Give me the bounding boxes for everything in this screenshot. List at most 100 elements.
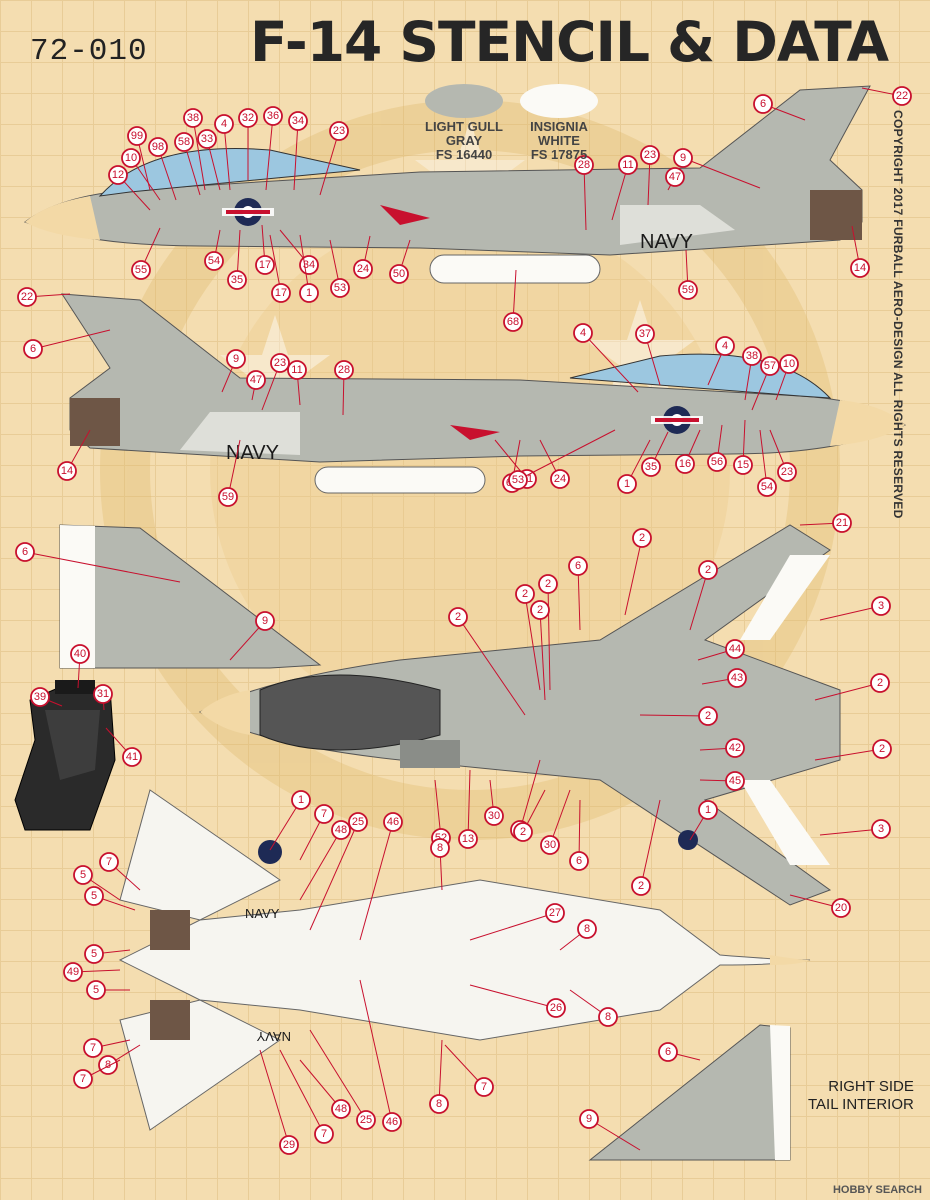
callout-number: 4 bbox=[580, 327, 586, 339]
callout-circle bbox=[83, 1038, 103, 1058]
callout-circle bbox=[238, 108, 258, 128]
callout-circle bbox=[658, 1042, 678, 1062]
callout-7: 7 bbox=[314, 804, 334, 824]
callout-17: 17 bbox=[271, 283, 291, 303]
callout-5: 5 bbox=[84, 944, 104, 964]
callout-number: 99 bbox=[131, 130, 143, 142]
callout-48: 48 bbox=[331, 1099, 351, 1119]
callout-6: 6 bbox=[568, 556, 588, 576]
callout-2: 2 bbox=[631, 876, 651, 896]
callout-circle bbox=[23, 339, 43, 359]
callout-number: 6 bbox=[576, 855, 582, 867]
callout-circle bbox=[331, 820, 351, 840]
callout-number: 25 bbox=[360, 1114, 372, 1126]
callout-number: 2 bbox=[455, 611, 461, 623]
callout-leader bbox=[32, 329, 111, 350]
callout-number: 38 bbox=[746, 350, 758, 362]
callout-circle bbox=[515, 584, 535, 604]
callout-circle bbox=[108, 165, 128, 185]
callout-circle bbox=[17, 287, 37, 307]
callout-number: 21 bbox=[836, 517, 848, 529]
callout-44: 44 bbox=[725, 639, 745, 659]
callout-circle bbox=[715, 336, 735, 356]
callout-2: 2 bbox=[632, 528, 652, 548]
callout-number: 5 bbox=[93, 984, 99, 996]
callout-circle bbox=[675, 454, 695, 474]
tail-interior-line-2: TAIL INTERIOR bbox=[808, 1096, 914, 1113]
callout-circle bbox=[753, 94, 773, 114]
navy-marking-4: NAVY bbox=[256, 1029, 291, 1044]
callout-circle bbox=[331, 1099, 351, 1119]
callout-53: 53 bbox=[508, 470, 528, 490]
callout-number: 2 bbox=[638, 880, 644, 892]
callout-number: 49 bbox=[67, 966, 79, 978]
callout-99: 99 bbox=[127, 126, 147, 146]
callout-number: 11 bbox=[291, 364, 302, 376]
callout-leader bbox=[519, 759, 541, 831]
callout-46: 46 bbox=[382, 1112, 402, 1132]
callout-circle bbox=[545, 903, 565, 923]
callout-circle bbox=[86, 980, 106, 1000]
callout-leader bbox=[24, 551, 181, 583]
callout-circle bbox=[314, 1124, 334, 1144]
callout-circle bbox=[330, 278, 350, 298]
callout-number: 1 bbox=[306, 287, 312, 299]
callout-54: 54 bbox=[204, 251, 224, 271]
callout-17: 17 bbox=[255, 255, 275, 275]
callout-leader bbox=[517, 429, 616, 481]
navy-marking-2: NAVY bbox=[226, 442, 279, 464]
callout-49: 49 bbox=[63, 962, 83, 982]
callout-number: 1 bbox=[298, 794, 304, 806]
callout-36: 36 bbox=[263, 106, 283, 126]
callout-leader bbox=[547, 583, 551, 691]
insignia-white-label: INSIGNIA WHITE FS 17875 bbox=[512, 120, 606, 162]
callout-leader bbox=[457, 616, 526, 716]
callout-32: 32 bbox=[238, 108, 258, 128]
callout-number: 57 bbox=[764, 360, 776, 372]
callout-29: 29 bbox=[279, 1135, 299, 1155]
callout-28: 28 bbox=[334, 360, 354, 380]
callout-circle bbox=[831, 898, 851, 918]
callout-leader bbox=[639, 714, 709, 717]
callout-45: 45 bbox=[725, 771, 745, 791]
callout-40: 40 bbox=[70, 644, 90, 664]
callout-number: 6 bbox=[665, 1046, 671, 1058]
callout-circle bbox=[73, 865, 93, 885]
callout-42: 42 bbox=[725, 738, 745, 758]
callout-circle bbox=[484, 806, 504, 826]
callout-number: 9 bbox=[262, 615, 268, 627]
callout-number: 68 bbox=[507, 316, 519, 328]
callout-number: 37 bbox=[639, 328, 651, 340]
callout-number: 7 bbox=[481, 1081, 487, 1093]
callout-circle bbox=[122, 747, 142, 767]
callout-circle bbox=[183, 108, 203, 128]
callout-number: 59 bbox=[222, 491, 234, 503]
callout-circle bbox=[99, 852, 119, 872]
callout-number: 5 bbox=[91, 948, 97, 960]
callout-leader bbox=[624, 537, 643, 616]
callout-circle bbox=[255, 255, 275, 275]
callout-number: 39 bbox=[34, 691, 46, 703]
callout-circle bbox=[174, 132, 194, 152]
callout-number: 23 bbox=[644, 149, 656, 161]
callout-leader bbox=[223, 123, 231, 191]
callout-circle bbox=[148, 137, 168, 157]
callout-circle bbox=[665, 167, 685, 187]
callout-circle bbox=[871, 819, 891, 839]
callout-37: 37 bbox=[635, 324, 655, 344]
gull-gray-name-1: LIGHT GULL bbox=[425, 119, 503, 134]
callout-circle bbox=[287, 360, 307, 380]
callout-circle bbox=[227, 270, 247, 290]
callout-26: 26 bbox=[546, 998, 566, 1018]
callout-number: 4 bbox=[221, 118, 227, 130]
callout-circle bbox=[263, 106, 283, 126]
callout-leader bbox=[819, 605, 882, 621]
callout-circle bbox=[329, 121, 349, 141]
callout-circle bbox=[226, 349, 246, 369]
callout-leader bbox=[682, 157, 761, 189]
callout-circle bbox=[314, 804, 334, 824]
callout-leader bbox=[293, 120, 299, 191]
callout-number: 9 bbox=[680, 152, 686, 164]
callout-circle bbox=[430, 838, 450, 858]
callout-57: 57 bbox=[760, 356, 780, 376]
